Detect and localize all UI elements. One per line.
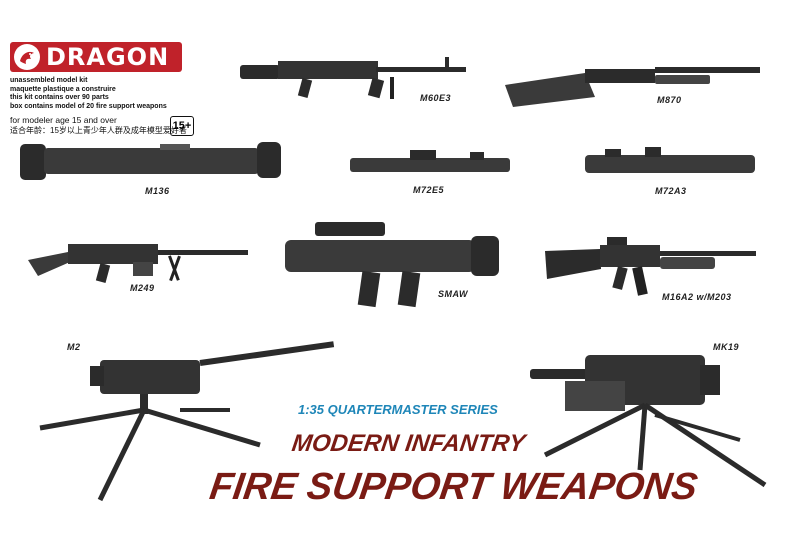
mk19-label: MK19: [713, 342, 740, 352]
m72e5-image: [350, 150, 510, 172]
age-text: for modeler age 15 and over: [10, 115, 117, 125]
brand-logo: DRAGON: [10, 42, 182, 72]
m136-image: [20, 142, 281, 180]
m2-image: [39, 341, 335, 502]
m870-label: M870: [657, 95, 682, 105]
kit-info: unassembled model kit maquette plastique…: [10, 77, 167, 111]
kit-info-line: this kit contains over 90 parts: [10, 94, 109, 101]
brand-name: DRAGON: [46, 43, 170, 71]
kit-info-line: maquette plastique a construire: [10, 85, 116, 93]
kit-info-line: unassembled model kit: [10, 77, 88, 84]
m72a3-image: [585, 147, 755, 173]
age-badge: 15+: [170, 116, 194, 136]
m136-label: M136: [145, 186, 170, 196]
m870-image: [505, 67, 760, 107]
m16a2-label: M16A2 w/M203: [662, 292, 732, 302]
series-label: 1:35 QUARTERMASTER SERIES: [298, 402, 498, 417]
smaw-label: SMAW: [438, 289, 468, 299]
title-line-1: MODERN INFANTRY: [290, 430, 527, 457]
dragon-emblem-icon: [14, 44, 40, 70]
m72a3-label: M72A3: [655, 186, 687, 196]
smaw-image: [285, 222, 499, 308]
m2-label: M2: [67, 342, 81, 352]
m16a2-image: [545, 237, 756, 296]
m60e3-label: M60E3: [420, 93, 452, 103]
title-line-2: FIRE SUPPORT WEAPONS: [207, 466, 701, 508]
age-text-cn: 适合年龄：15岁以上青少年人群及成年模型爱好者: [10, 126, 187, 135]
mk19-image: [530, 355, 767, 488]
m72e5-label: M72E5: [413, 185, 445, 195]
kit-info-line: box contains model of 20 fire support we…: [10, 102, 167, 110]
m60e3-image: [240, 57, 466, 99]
m249-label: M249: [130, 283, 155, 293]
m249-image: [28, 244, 248, 283]
